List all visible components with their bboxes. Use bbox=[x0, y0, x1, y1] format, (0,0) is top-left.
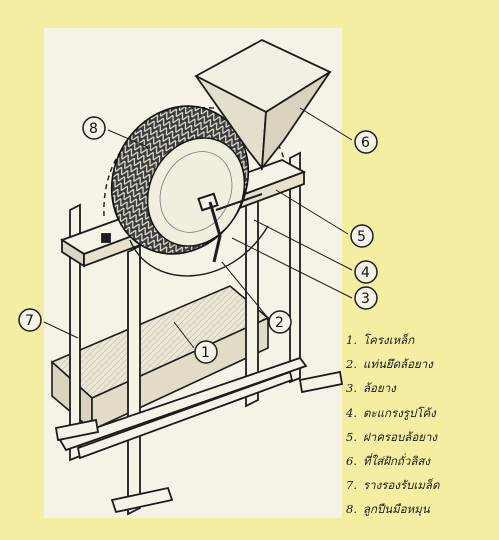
callout-5: 5 bbox=[350, 224, 374, 248]
callout-4: 4 bbox=[354, 260, 378, 284]
legend-item: 1.โครงเหล็ก bbox=[346, 333, 415, 347]
legend-item: 8.ลูกปืนมือหมุน bbox=[346, 502, 430, 517]
legend-item: 4.ตะแกรงรูปโค้ง bbox=[346, 405, 436, 420]
svg-text:1: 1 bbox=[201, 345, 210, 361]
svg-text:8: 8 bbox=[89, 121, 98, 137]
callout-8: 8 bbox=[82, 116, 106, 140]
svg-text:3: 3 bbox=[361, 291, 370, 307]
svg-text:6: 6 bbox=[361, 135, 370, 151]
leader-lines bbox=[43, 107, 353, 349]
hand-crank bbox=[197, 192, 263, 263]
callout-1: 1 bbox=[194, 340, 218, 364]
svg-text:2: 2 bbox=[275, 315, 284, 331]
callout-7: 7 bbox=[18, 308, 42, 332]
legend-item: 5.ฝาครอบล้อยาง bbox=[346, 429, 438, 444]
steel-frame bbox=[54, 151, 344, 516]
callout-3: 3 bbox=[354, 286, 378, 310]
legend-item: 2.แท่นยึดล้อยาง bbox=[346, 357, 433, 372]
legend-item: 7.รางรองรับเมล็ด bbox=[346, 478, 440, 493]
legend-item: 6.ที่ใส่ฝักถั่วลิสง bbox=[346, 454, 431, 469]
callout-2: 2 bbox=[268, 310, 292, 334]
svg-text:5: 5 bbox=[357, 229, 366, 245]
svg-text:7: 7 bbox=[25, 313, 34, 329]
callout-6: 6 bbox=[354, 130, 378, 154]
legend-item: 3.ล้อยาง bbox=[346, 381, 396, 396]
peanut-hopper bbox=[194, 38, 332, 171]
parts-legend: 1.โครงเหล็ก 2.แท่นยึดล้อยาง 3.ล้อยาง 4.ต… bbox=[338, 328, 498, 522]
svg-text:4: 4 bbox=[361, 265, 370, 281]
curved-screen bbox=[129, 225, 269, 277]
